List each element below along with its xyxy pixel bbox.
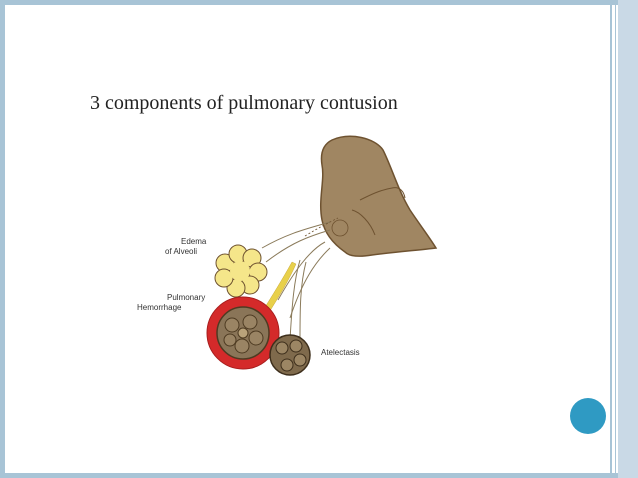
bronchus-lower [289, 259, 301, 341]
label-atelectasis: Atelectasis [321, 348, 360, 357]
bronchus-lower [299, 261, 307, 341]
slide-border-right-line [610, 0, 612, 478]
bronchus-upper [265, 229, 331, 263]
slide-border-top [0, 0, 638, 5]
pulmonary-contusion-diagram [206, 135, 438, 376]
lung-fissure [351, 209, 376, 236]
label-hemorrhage: Hemorrhage [137, 303, 182, 312]
lung-fissure [359, 187, 406, 201]
slide-border-bottom [0, 473, 638, 478]
bronchus-mid [289, 247, 331, 319]
bronchus-upper [261, 221, 331, 249]
lobe-segment [331, 219, 349, 237]
lung-lobe [319, 135, 438, 257]
pulmonary-hemorrhage-cluster [206, 296, 280, 370]
label-edema-2: of Alveoli [165, 247, 198, 256]
slide-title: 3 components of pulmonary contusion [90, 92, 398, 114]
label-edema: Edema [181, 237, 207, 246]
atelectasis-cluster [269, 334, 311, 376]
slide-border-right-line [615, 0, 616, 478]
edema-alveoli-cluster [214, 244, 268, 298]
label-pulmonary: Pulmonary [167, 293, 206, 302]
slide-nav-circle[interactable] [570, 398, 606, 434]
slide-border-left [0, 0, 5, 478]
slide-border-right [618, 0, 638, 478]
bronchus-mid [277, 241, 326, 301]
lobe-connector [304, 217, 339, 237]
